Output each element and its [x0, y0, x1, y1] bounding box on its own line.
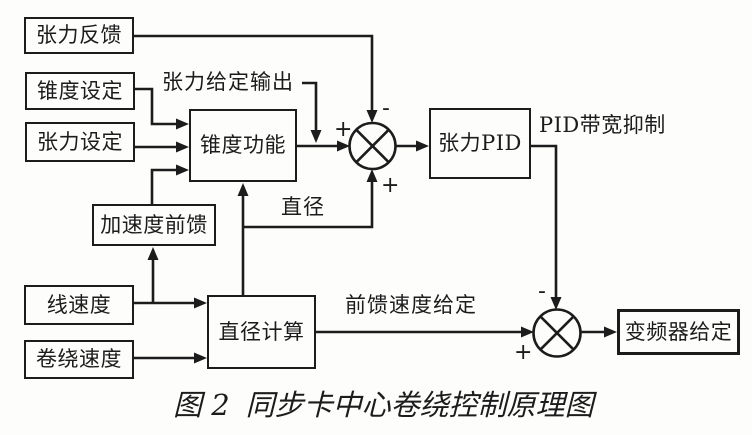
- wire-tension-feedback-to-sum1: [134, 34, 374, 112]
- wire-tension-pid-to-sum2: [531, 144, 558, 298]
- block-winding-speed: 卷绕速度: [24, 340, 134, 379]
- arrow-tension-ref-output: [310, 130, 322, 143]
- block-taper-function: 锥度功能: [189, 109, 297, 182]
- block-winding-speed-label: 卷绕速度: [36, 347, 122, 371]
- arrow-into-tension-pid: [416, 140, 429, 152]
- block-tension-pid: 张力PID: [429, 108, 531, 179]
- label-feedforward-speed-ref: 前馈速度给定: [345, 293, 477, 317]
- figure-caption: 图 2 同步卡中心卷绕控制原理图: [173, 388, 594, 423]
- arrow-into-diameter-calc-2: [194, 352, 207, 364]
- figure-number: 图 2: [173, 388, 230, 422]
- block-inverter-ref: 变频器给定: [617, 309, 740, 355]
- arrow-into-inverter-ref: [604, 326, 617, 338]
- arrow-into-sum2-left: [521, 326, 534, 338]
- arrow-into-diameter-calc-1: [194, 297, 207, 309]
- arrow-into-sum1-bottom: [366, 169, 378, 182]
- sum2-plus-left: +: [514, 340, 533, 365]
- block-tension-feedback: 张力反馈: [24, 17, 134, 54]
- label-diameter: 直径: [281, 195, 325, 219]
- block-tension-setting-label: 张力设定: [37, 129, 123, 154]
- arrow-into-taper-function-1: [176, 118, 189, 130]
- block-taper-setting: 锥度设定: [25, 72, 135, 110]
- wire-diameter-to-sum1: [243, 181, 374, 229]
- block-taper-setting-label: 锥度设定: [37, 78, 123, 103]
- arrow-into-taper-function-2: [176, 141, 189, 153]
- block-line-speed: 线速度: [24, 285, 134, 325]
- arrow-into-taper-function-3: [176, 164, 189, 176]
- block-tension-setting: 张力设定: [25, 122, 135, 162]
- arrow-into-taper-function-bottom: [237, 183, 249, 196]
- block-taper-function-label: 锥度功能: [200, 133, 286, 157]
- block-inverter-ref-label: 变频器给定: [624, 319, 733, 344]
- block-diameter-calc-label: 直径计算: [218, 319, 305, 344]
- figure-title: 同步卡中心卷绕控制原理图: [245, 388, 594, 422]
- block-tension-pid-label: 张力PID: [438, 131, 522, 155]
- sum2-cross-line-2: [539, 315, 575, 351]
- wire-accel-feedforward-to-taper-function: [150, 168, 178, 204]
- sum2-minus-top: -: [538, 279, 546, 304]
- block-accel-feedforward: 加速度前馈: [92, 204, 216, 246]
- summing-junction-1: [348, 121, 397, 171]
- sum1-plus-left: +: [334, 117, 353, 142]
- block-accel-feedforward-label: 加速度前馈: [100, 212, 208, 237]
- block-diameter-calc: 直径计算: [207, 295, 316, 369]
- summing-junction-2: [532, 308, 582, 358]
- sum1-minus-top: -: [382, 96, 390, 121]
- sum1-plus-bottom: +: [381, 173, 400, 198]
- arrow-into-accel-feedforward: [147, 247, 159, 260]
- wire-taper-setting-to-taper-function: [135, 87, 178, 126]
- arrow-into-sum2-top: [550, 297, 562, 310]
- wire-tension-ref-output-drop: [302, 81, 318, 132]
- sum1-cross-line-2: [355, 128, 390, 164]
- label-tension-ref-output: 张力给定输出: [162, 70, 294, 94]
- block-line-speed-label: 线速度: [46, 292, 112, 317]
- arrow-into-sum1-top: [366, 110, 378, 123]
- label-pid-bandwidth-limit: PID带宽抑制: [539, 113, 666, 137]
- arrow-into-sum1-left: [337, 140, 350, 152]
- block-tension-feedback-label: 张力反馈: [36, 23, 122, 47]
